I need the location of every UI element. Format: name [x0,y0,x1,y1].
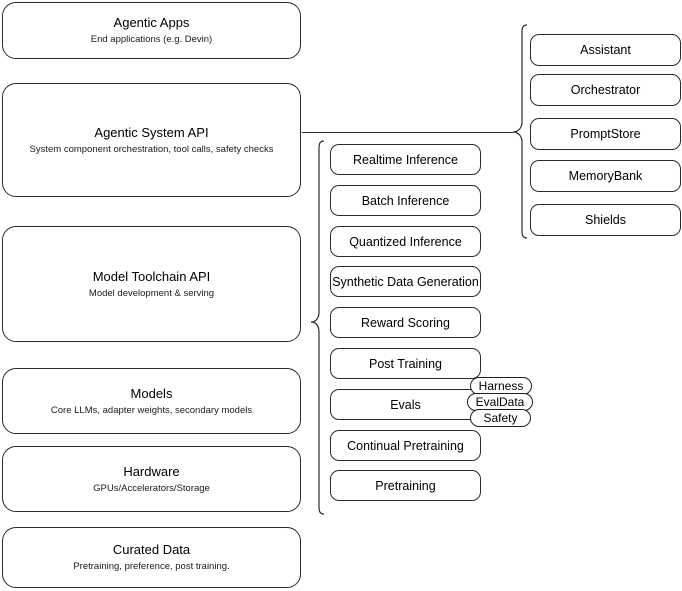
connector-line-system-api [302,132,513,133]
item-promptstore[interactable]: PromptStore [530,118,681,150]
layer-title: Agentic Apps [113,15,190,30]
layer-agentic-system-api[interactable]: Agentic System API System component orch… [2,83,301,197]
brace-system-components [512,24,528,239]
item-batch-inference[interactable]: Batch Inference [330,185,481,216]
item-orchestrator[interactable]: Orchestrator [530,74,681,106]
item-continual-pretraining[interactable]: Continual Pretraining [330,430,481,461]
layer-subtitle: GPUs/Accelerators/Storage [93,482,210,494]
layer-subtitle: Model development & serving [88,287,215,299]
item-quantized-inference[interactable]: Quantized Inference [330,226,481,257]
badge-evaldata[interactable]: EvalData [467,393,533,411]
layer-title: Models [130,385,173,401]
layer-agentic-apps[interactable]: Agentic Apps End applications (e.g. Devi… [2,2,301,59]
item-memorybank[interactable]: MemoryBank [530,160,681,192]
layer-curated-data[interactable]: Curated Data Pretraining, preference, po… [2,527,301,588]
layer-title: Agentic System API [94,124,209,140]
layer-models[interactable]: Models Core LLMs, adapter weights, secon… [2,368,301,434]
item-assistant[interactable]: Assistant [530,34,681,66]
layer-model-toolchain-api[interactable]: Model Toolchain API Model development & … [2,226,301,342]
layer-subtitle: Core LLMs, adapter weights, secondary mo… [50,404,253,416]
layer-subtitle: System component orchestration, tool cal… [29,143,274,155]
item-synthetic-data-generation[interactable]: Synthetic Data Generation [330,266,481,297]
item-reward-scoring[interactable]: Reward Scoring [330,307,481,338]
brace-toolchain [310,140,325,515]
item-evals[interactable]: Evals [330,389,481,420]
layer-hardware[interactable]: Hardware GPUs/Accelerators/Storage [2,446,301,512]
item-shields[interactable]: Shields [530,204,681,236]
layer-subtitle: Pretraining, preference, post training. [73,561,230,572]
item-pretraining[interactable]: Pretraining [330,470,481,501]
badge-safety[interactable]: Safety [470,409,531,427]
layer-title: Hardware [123,463,180,479]
layer-title: Model Toolchain API [92,268,211,284]
layer-subtitle: End applications (e.g. Devin) [90,34,213,45]
layer-title: Curated Data [112,542,191,557]
item-realtime-inference[interactable]: Realtime Inference [330,144,481,175]
item-post-training[interactable]: Post Training [330,348,481,379]
